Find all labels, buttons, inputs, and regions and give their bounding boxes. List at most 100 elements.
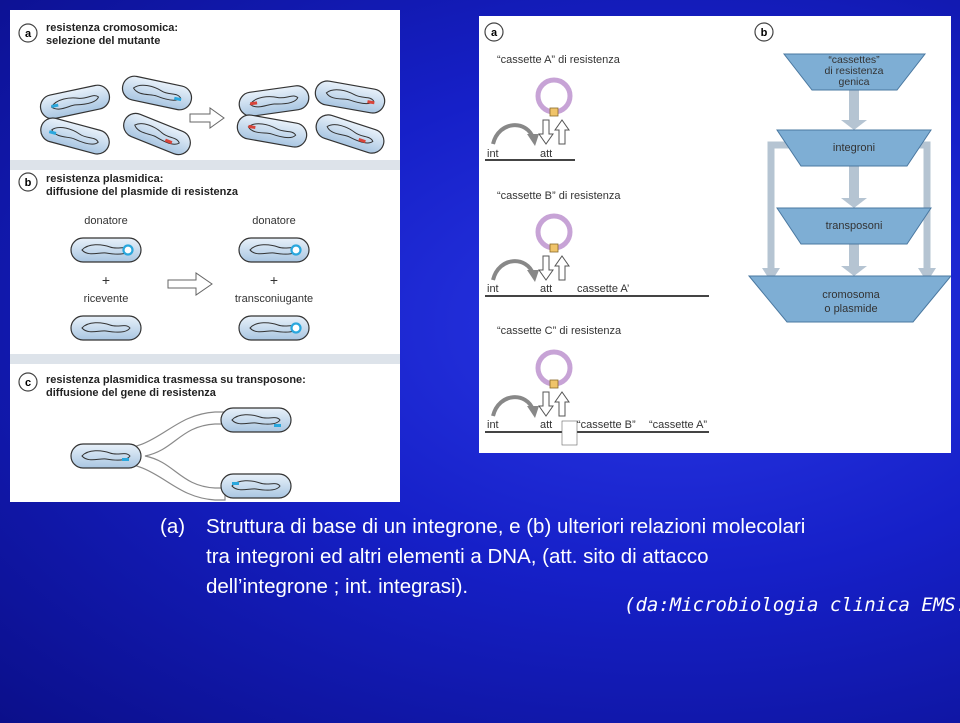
- cell-wall: [70, 237, 142, 263]
- cell-wall: [236, 114, 308, 148]
- chromosome: [81, 322, 131, 333]
- gene-cassette-circle: [535, 349, 573, 387]
- cassettes-trapezoid: [782, 53, 927, 91]
- chromosome: [325, 89, 375, 105]
- bacterial-cell: [238, 237, 310, 263]
- bacterial-cell: [220, 407, 292, 433]
- bacterial-cell: [70, 237, 142, 263]
- att-label: att: [540, 148, 552, 160]
- chromosome-label: o plasmide: [824, 303, 877, 315]
- chromosome: [81, 450, 131, 461]
- integrase-arrow: [491, 395, 535, 417]
- bacterial-cell: [70, 443, 142, 469]
- bacterial-cell: [40, 117, 110, 155]
- bacterial-cell: [123, 112, 191, 156]
- cell-wall: [70, 315, 142, 341]
- plus-sign: +: [270, 272, 278, 288]
- resistance-gene: [164, 138, 173, 145]
- integrons-trapezoid: [776, 129, 932, 167]
- integrase-arrowhead: [527, 270, 539, 282]
- transposons-label: transposoni: [826, 220, 883, 232]
- cell-wall: [220, 407, 292, 433]
- cell-wall: [70, 443, 142, 469]
- att-site-box: [549, 243, 559, 253]
- cell-wall: [123, 112, 191, 156]
- badge-a-label: a: [491, 27, 498, 39]
- section-b-plasmid: b resistenza plasmidica: diffusione del …: [18, 172, 313, 341]
- bacterial-cell: [236, 114, 308, 148]
- bacterial-cell: [39, 84, 111, 120]
- left-diagram-panel: a resistenza cromosomica: selezione del …: [10, 10, 400, 502]
- resistance-gene: [232, 482, 239, 485]
- resistance-gene: [48, 130, 57, 135]
- resistance-gene: [249, 101, 258, 106]
- cell-wall: [238, 237, 310, 263]
- badge-b: [18, 172, 38, 192]
- cell-wall: [121, 75, 193, 111]
- excision-arrow: [554, 255, 570, 281]
- cassette-a-prime-label: cassette A’: [577, 283, 629, 295]
- chromosome: [134, 123, 180, 145]
- resistance-gene: [367, 100, 375, 105]
- badge-c-label: c: [25, 377, 31, 389]
- plus-sign: +: [102, 272, 110, 288]
- side-arrowhead: [918, 268, 936, 282]
- section-divider: [10, 160, 400, 170]
- int-label: int: [487, 148, 499, 160]
- transposons-trapezoid: [776, 207, 932, 245]
- cell-wall: [40, 117, 110, 155]
- excision-arrow: [554, 119, 570, 145]
- inserted-segment: [561, 420, 578, 446]
- caption-line: Struttura di base di un integrone, e (b)…: [206, 515, 806, 538]
- cassette-b-insert-label: “cassette B”: [577, 419, 636, 431]
- att-site-box: [549, 107, 559, 117]
- att-site-box: [549, 379, 559, 389]
- figure-caption: (a) Struttura di base di un integrone, e…: [160, 512, 950, 602]
- section-c-transposon: c resistenza plasmidica trasmessa su tra…: [18, 372, 306, 501]
- center-connector: [849, 166, 859, 202]
- int-label: int: [487, 283, 499, 295]
- donor-label: donatore: [252, 215, 295, 227]
- hierarchy-funnel-panel: b “cassettes” di resistenza genica integ…: [747, 22, 951, 323]
- integrons-label: integroni: [833, 142, 875, 154]
- bacterial-cell: [314, 80, 386, 114]
- badge-b-label: b: [761, 27, 768, 39]
- integrase-arrow: [491, 259, 535, 281]
- resistance-gene: [358, 138, 366, 144]
- badge-a: [484, 22, 504, 42]
- chromosome: [50, 95, 100, 110]
- chromosome-trapezoid: [747, 275, 951, 323]
- cassettes-label: di resistenza: [825, 65, 884, 77]
- section-a-title: resistenza cromosomica:: [46, 22, 178, 34]
- chromosome: [249, 95, 299, 108]
- att-label: att: [540, 283, 552, 295]
- cell-wall: [314, 80, 386, 114]
- section-a-chromosomal: a resistenza cromosomica: selezione del …: [18, 22, 386, 156]
- center-arrowhead: [841, 266, 867, 276]
- resistance-gene: [274, 424, 281, 427]
- chromosome: [51, 127, 99, 145]
- chromosome: [326, 124, 374, 144]
- integrase-arrowhead: [527, 134, 539, 146]
- badge-c: [18, 372, 38, 392]
- plasmid: [290, 322, 302, 334]
- section-b-title: resistenza plasmidica:: [46, 173, 163, 185]
- cassettes-label: “cassettes”: [828, 54, 880, 66]
- insertion-arrow: [538, 391, 554, 417]
- resistance-gene: [173, 96, 182, 102]
- cell-wall: [220, 473, 292, 499]
- section-a-subtitle: selezione del mutante: [46, 35, 160, 47]
- integrase-arrow: [491, 123, 535, 145]
- plasmid: [290, 244, 302, 256]
- cassettes-label: genica: [839, 76, 870, 88]
- bacterial-cell: [238, 85, 310, 117]
- caption-tag: (a): [160, 515, 186, 538]
- badge-b: [754, 22, 774, 42]
- bacterial-cell: [121, 75, 193, 111]
- right-diagram-panel: a “cassette A” di resistenza “cassette B…: [479, 16, 951, 453]
- chromosome: [231, 414, 281, 425]
- cassette-b-label: “cassette B” di resistenza: [497, 190, 621, 202]
- transition-arrow: [189, 107, 225, 129]
- chromosome: [247, 123, 297, 139]
- donor-label: donatore: [84, 215, 127, 227]
